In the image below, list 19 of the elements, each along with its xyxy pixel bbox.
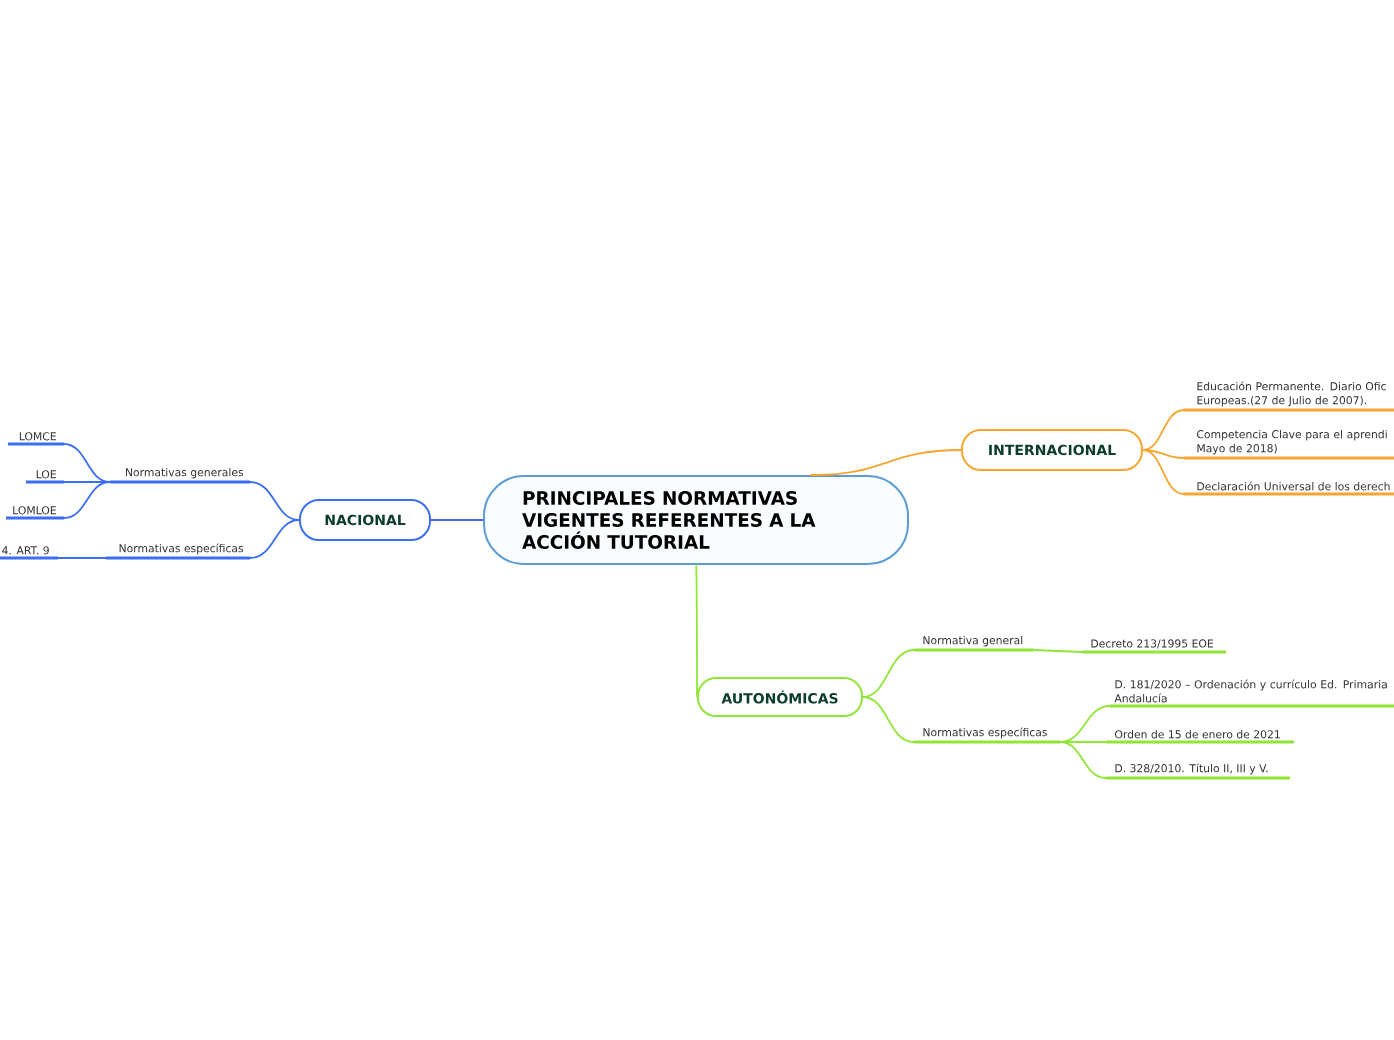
- branch-line: [63, 481, 111, 519]
- branch-line: [862, 696, 915, 743]
- branch-line: [430, 519, 484, 521]
- branch-line: [249, 481, 300, 521]
- branch-line: [1142, 449, 1185, 495]
- branch-line: [249, 519, 300, 559]
- branch-line: [809, 449, 962, 476]
- branch-line: [63, 443, 111, 483]
- branch-line: [862, 649, 915, 698]
- branch-line: [57, 557, 107, 559]
- branch-line: [1059, 741, 1107, 779]
- branch-line: [63, 481, 111, 483]
- branch-line: [1142, 409, 1185, 451]
- branch-line: [695, 564, 698, 698]
- branch-line: [1142, 449, 1185, 459]
- branch-line: [1059, 705, 1111, 743]
- central-topic-box: PRINCIPALES NORMATIVAS VIGENTES REFERENTES A LA ACCIÓN TUTORIAL: [483, 475, 909, 565]
- branch-line: [1059, 741, 1107, 743]
- branch-line: [1033, 649, 1083, 653]
